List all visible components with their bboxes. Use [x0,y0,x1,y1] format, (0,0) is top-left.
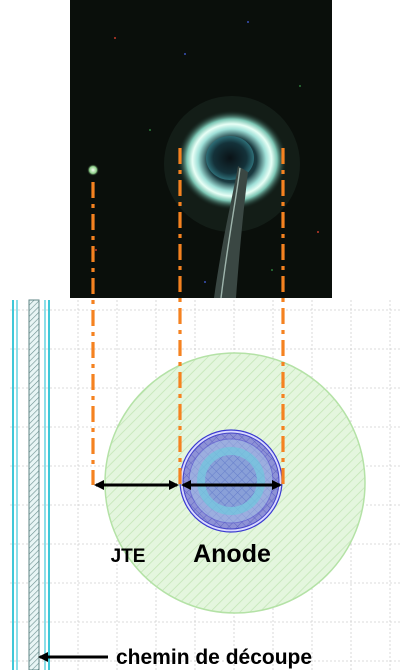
probe-needle [214,166,248,298]
photo-noise [95,21,319,283]
anode-pad [179,429,283,533]
leader-lines [91,148,285,485]
edge-bright-spot [87,164,99,176]
dimension-arrows [38,480,282,662]
layout-grid [10,300,400,670]
anode-label: Anode [193,540,271,568]
microscope-photo [70,0,332,299]
cut-path-lines [12,299,50,670]
cut-path-label: chemin de découpe [116,646,312,669]
jte-label: JTE [111,546,146,567]
